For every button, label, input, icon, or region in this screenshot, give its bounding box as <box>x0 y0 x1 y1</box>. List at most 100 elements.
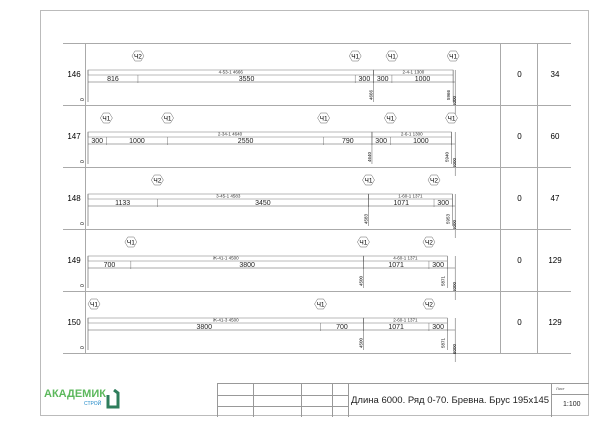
dimension-value: 300 <box>437 200 449 207</box>
logo-icon <box>106 389 120 409</box>
sheet-label: Лист <box>556 386 565 391</box>
joint-marker-icon <box>422 236 436 248</box>
joint-marker-label: Ч1 <box>448 116 456 123</box>
vertical-mark-label: 6000 <box>452 281 457 292</box>
row-number: 150 <box>63 292 86 353</box>
row-value-1: 0 <box>500 168 538 229</box>
dimension-value: 300 <box>375 138 387 145</box>
vertical-mark-label: 4500 <box>358 337 363 348</box>
dimension-value: 700 <box>104 262 116 269</box>
beam-label: 2-4-1 1300 <box>402 70 424 75</box>
joint-marker-icon <box>357 236 370 248</box>
dimension-value: 3800 <box>196 324 212 331</box>
joint-marker-icon <box>317 112 330 124</box>
dimension-value: 300 <box>359 76 371 83</box>
origin-label: 0 <box>80 222 86 225</box>
dimension-value: 3450 <box>255 200 271 207</box>
joint-marker-icon <box>87 298 101 310</box>
joint-marker-label: Ч1 <box>351 54 359 61</box>
dimension-value: 1133 <box>115 200 130 207</box>
beam-label: 2-6-1 1300 <box>401 132 423 137</box>
beam-label: 3-45-1 4583 <box>216 194 241 199</box>
row-value-2: 47 <box>537 168 572 229</box>
joint-marker-icon <box>384 112 397 124</box>
vertical-mark-label: 5871 <box>440 275 445 286</box>
row-value-1: 0 <box>500 230 538 291</box>
vertical-mark-label: 4640 <box>367 151 372 162</box>
logo-text: АКАДЕМИК <box>44 388 106 400</box>
title-block: Длина 6000. Ряд 0-70. Бревна. Брус 195x1… <box>217 383 589 417</box>
beam-label: 4-53-1 4666 <box>219 70 244 75</box>
joint-marker-label: Ч1 <box>386 116 394 123</box>
beam-drawing: 0 3-45-1 4583 1-60-1 1371 1133 3450 1071 300 Ч2… <box>80 174 457 238</box>
joint-marker-label: Ч2 <box>153 178 161 185</box>
vertical-mark-label: 4666 <box>369 89 374 100</box>
joint-marker-label: Ч1 <box>449 54 457 61</box>
joint-marker-icon <box>314 298 327 310</box>
vertical-mark-label: 6000 <box>452 343 457 354</box>
dimension-value: 2550 <box>238 138 254 145</box>
row-value-2: 34 <box>537 44 572 105</box>
origin-label: 0 <box>80 160 86 163</box>
row-value-1: 0 <box>500 44 538 105</box>
scale-value: 1:100 <box>563 401 581 408</box>
row-number: 149 <box>63 230 86 291</box>
vertical-mark-label: 5953 <box>445 213 450 224</box>
joint-marker-icon <box>151 174 164 186</box>
vertical-mark-label: 5966 <box>446 89 451 100</box>
dimension-value: 300 <box>432 324 444 331</box>
drawing-frame <box>40 10 589 416</box>
joint-marker-label: Ч1 <box>388 54 396 61</box>
dimension-value: 1071 <box>388 262 404 269</box>
vertical-mark-label: 4583 <box>363 213 368 224</box>
dimension-value: 1000 <box>415 76 431 83</box>
drawing-title: Длина 6000. Ряд 0-70. Бревна. Брус 195x1… <box>351 395 550 406</box>
row-value-1: 0 <box>500 106 538 167</box>
joint-marker-icon <box>445 112 458 124</box>
joint-marker-label: Ч2 <box>425 302 433 309</box>
joint-marker-label: Ч2 <box>430 178 438 185</box>
beam-label: 2-34-1 4640 <box>218 132 243 137</box>
dimension-value: 1071 <box>388 324 404 331</box>
logo-subtext: СТРОЙ <box>84 401 102 407</box>
dimension-value: 700 <box>336 324 348 331</box>
dimension-value: 790 <box>342 138 354 145</box>
dimension-value: 3550 <box>239 76 255 83</box>
row-value-2: 129 <box>537 292 572 353</box>
joint-marker-icon <box>131 50 145 62</box>
row-value-1: 0 <box>500 292 538 353</box>
vertical-mark-label: 6000 <box>452 219 457 230</box>
joint-marker-label: Ч1 <box>359 240 367 247</box>
joint-marker-label: Ч2 <box>134 54 142 61</box>
vertical-mark-label: 5871 <box>440 337 445 348</box>
joint-marker-icon <box>348 50 362 62</box>
joint-marker-icon <box>100 112 113 124</box>
joint-marker-icon <box>161 112 174 124</box>
joint-marker-icon <box>362 174 375 186</box>
dimension-value: 300 <box>377 76 389 83</box>
dimension-value: 1071 <box>393 200 409 207</box>
row-value-2: 60 <box>537 106 572 167</box>
joint-marker-label: Ч1 <box>365 178 373 185</box>
joint-marker-label: Ч2 <box>425 240 433 247</box>
origin-label: 0 <box>80 98 86 101</box>
dimension-value: 816 <box>107 76 119 83</box>
row-number: 147 <box>63 106 86 167</box>
beam-drawing: 0 4-53-1 4666 2-4-1 1300 816 3550 300 300 1000 Ч… <box>80 50 460 114</box>
row-number: 146 <box>63 44 86 105</box>
joint-marker-icon <box>124 236 138 248</box>
dimension-value: 3800 <box>239 262 255 269</box>
beam-label: 1-60-1 1371 <box>398 194 423 199</box>
row-value-2: 129 <box>537 230 572 291</box>
vertical-mark-label: 6000 <box>452 95 457 106</box>
beam-label: 2-60-1 1371 <box>393 318 418 323</box>
logo: АКАДЕМИК СТРОЙ <box>44 387 134 411</box>
joint-marker-label: Ч1 <box>164 116 172 123</box>
